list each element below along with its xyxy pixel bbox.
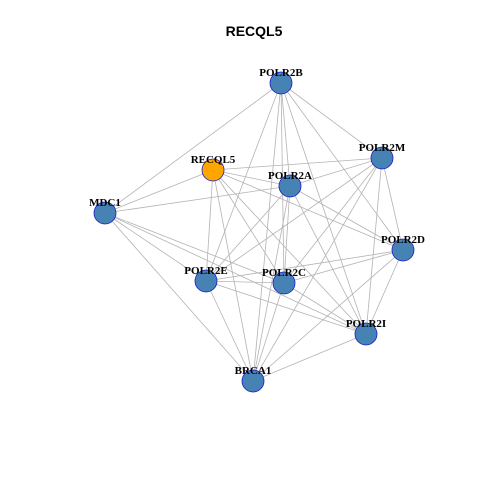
edge-polr2b-mdc1: [104, 82, 282, 214]
node-label-polr2e: POLR2E: [184, 265, 227, 277]
graph-title: RECQL5: [226, 23, 283, 39]
node-mdc1: [93, 201, 117, 225]
node-label-recql5: RECQL5: [191, 154, 236, 166]
edge-polr2e-brca1: [205, 280, 254, 382]
edge-polr2m-polr2d: [381, 157, 404, 251]
edges-layer: [104, 82, 404, 382]
edge-polr2b-polr2i: [280, 82, 367, 335]
edge-mdc1-brca1: [104, 212, 254, 382]
nodes-layer: [93, 71, 415, 393]
edge-polr2m-polr2i: [365, 157, 383, 335]
edge-recql5-polr2a: [212, 169, 291, 187]
node-polr2c: [272, 271, 296, 295]
edge-polr2d-polr2e: [205, 249, 404, 282]
edge-recql5-polr2d: [212, 169, 404, 251]
edge-polr2e-polr2i: [205, 280, 367, 335]
node-label-brca1: BRCA1: [235, 365, 272, 377]
edge-recql5-polr2i: [212, 169, 367, 335]
node-label-mdc1: MDC1: [89, 197, 121, 209]
node-label-polr2m: POLR2M: [359, 142, 406, 154]
edge-polr2c-brca1: [252, 282, 285, 382]
edge-polr2a-polr2i: [289, 185, 367, 335]
node-brca1: [241, 369, 265, 393]
node-polr2d: [391, 238, 415, 262]
edge-recql5-polr2e: [205, 169, 214, 282]
edge-polr2b-brca1: [252, 82, 282, 382]
node-polr2i: [354, 322, 378, 346]
edge-recql5-brca1: [212, 169, 254, 382]
edge-polr2a-polr2c: [283, 185, 291, 284]
node-label-polr2i: POLR2I: [346, 318, 386, 330]
edge-polr2m-polr2e: [205, 157, 383, 282]
edge-recql5-mdc1: [104, 169, 214, 214]
edge-polr2b-polr2e: [205, 82, 282, 282]
edge-polr2b-polr2m: [280, 82, 383, 159]
edge-polr2a-polr2e: [205, 185, 291, 282]
edge-polr2m-recql5: [212, 157, 383, 171]
node-polr2m: [370, 146, 394, 170]
edge-mdc1-polr2c: [104, 212, 285, 284]
node-label-polr2b: POLR2B: [259, 67, 303, 79]
edge-recql5-polr2c: [212, 169, 285, 284]
edge-polr2a-mdc1: [104, 185, 291, 214]
node-polr2b: [269, 71, 293, 95]
edge-polr2d-brca1: [252, 249, 404, 382]
node-label-polr2d: POLR2D: [381, 234, 425, 246]
edge-mdc1-polr2e: [104, 212, 207, 282]
edge-polr2a-polr2d: [289, 185, 404, 251]
edge-polr2m-brca1: [252, 157, 383, 382]
edge-polr2e-polr2c: [205, 280, 285, 284]
edge-polr2a-brca1: [252, 185, 291, 382]
edge-polr2b-polr2d: [280, 82, 404, 251]
node-label-polr2c: POLR2C: [262, 267, 306, 279]
edge-polr2c-polr2i: [283, 282, 367, 335]
edge-polr2b-polr2a: [280, 82, 291, 187]
node-polr2a: [278, 174, 302, 198]
edge-polr2m-polr2a: [289, 157, 383, 187]
node-label-polr2a: POLR2A: [268, 170, 312, 182]
edge-polr2d-polr2i: [365, 249, 404, 335]
edge-polr2i-brca1: [252, 333, 367, 382]
edge-polr2d-polr2c: [283, 249, 404, 284]
edge-mdc1-polr2i: [104, 212, 367, 335]
node-recql5: [201, 158, 225, 182]
node-polr2e: [194, 269, 218, 293]
